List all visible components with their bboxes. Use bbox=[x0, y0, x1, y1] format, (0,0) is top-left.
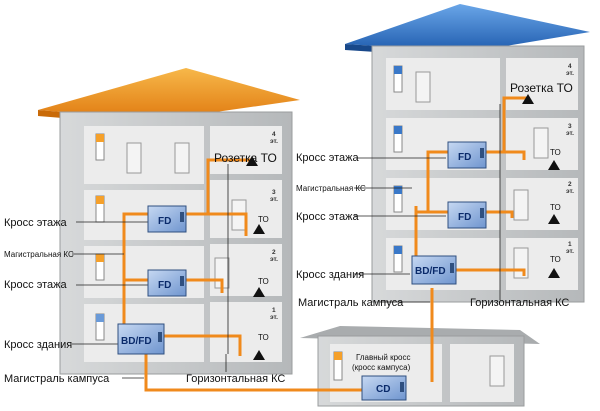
label-glavny-kross-line2: (кросс кампуса) bbox=[352, 363, 411, 372]
svg-text:эт.: эт. bbox=[566, 70, 574, 77]
outlet-icon bbox=[246, 156, 258, 166]
svg-text:2: 2 bbox=[568, 181, 572, 188]
label-magistralnaya-ks-left: Магистральная КС bbox=[4, 250, 74, 259]
label-kross-etazha-right-1: Кросс этажа bbox=[296, 152, 359, 164]
bdfd-box-left: BD/FD bbox=[117, 323, 165, 355]
label-gorizontalnaya-ks-right: Горизонтальная КС bbox=[470, 297, 569, 309]
bdfd-label: BD/FD bbox=[415, 266, 446, 277]
outlet-icon bbox=[548, 214, 560, 224]
left-building-roof bbox=[38, 68, 300, 120]
svg-text:1: 1 bbox=[272, 307, 276, 314]
svg-text:эт.: эт. bbox=[270, 314, 278, 321]
svg-text:ТО: ТО bbox=[258, 277, 269, 286]
right-building-roof bbox=[345, 4, 590, 52]
fd-label: FD bbox=[458, 152, 471, 163]
svg-text:3: 3 bbox=[568, 123, 572, 130]
cd-label: CD bbox=[376, 384, 390, 395]
outlet-icon bbox=[253, 350, 265, 360]
floor-numbers: 4 эт. 3 эт. 2 эт. 1 эт. 4 эт. 3 эт. 2 эт… bbox=[270, 63, 574, 321]
svg-text:эт.: эт. bbox=[566, 248, 574, 255]
outlet-icon bbox=[253, 224, 265, 234]
bdfd-label: BD/FD bbox=[121, 336, 152, 347]
bdfd-box-right: BD/FD bbox=[411, 255, 457, 285]
svg-text:ТО: ТО bbox=[258, 215, 269, 224]
svg-text:1: 1 bbox=[568, 241, 572, 248]
label-glavny-kross-line1: Главный кросс bbox=[356, 353, 411, 362]
svg-text:эт.: эт. bbox=[270, 138, 278, 145]
outlet-icon bbox=[522, 94, 534, 104]
svg-text:4: 4 bbox=[272, 131, 276, 138]
label-kross-zdaniya-right: Кросс здания bbox=[296, 269, 364, 281]
svg-text:ТО: ТО bbox=[550, 203, 561, 212]
outlets bbox=[246, 94, 560, 360]
svg-text:эт.: эт. bbox=[566, 188, 574, 195]
cd-box: CD bbox=[361, 375, 407, 401]
fd-box-right-floor3: FD bbox=[447, 141, 487, 169]
fd-label: FD bbox=[158, 280, 171, 291]
svg-text:эт.: эт. bbox=[270, 196, 278, 203]
svg-text:3: 3 bbox=[272, 189, 276, 196]
svg-text:4: 4 bbox=[568, 63, 572, 70]
svg-text:ТО: ТО bbox=[258, 333, 269, 342]
outlet-icon bbox=[253, 287, 265, 297]
label-magistralnaya-ks-right: Магистральная КС bbox=[296, 184, 366, 193]
svg-text:эт.: эт. bbox=[566, 130, 574, 137]
fd-box-left-floor2: FD bbox=[147, 269, 187, 297]
label-kross-etazha-left-2: Кросс этажа bbox=[4, 279, 67, 291]
fd-label: FD bbox=[158, 216, 171, 227]
right-building bbox=[345, 4, 590, 303]
label-magistral-kampusa-right: Магистраль кампуса bbox=[298, 297, 404, 309]
svg-text:ТО: ТО bbox=[550, 255, 561, 264]
svg-text:эт.: эт. bbox=[270, 256, 278, 263]
campus-building bbox=[300, 326, 540, 407]
label-kross-etazha-right-2: Кросс этажа bbox=[296, 211, 359, 223]
fd-box-left-floor3: FD bbox=[147, 205, 187, 233]
fd-label: FD bbox=[458, 212, 471, 223]
label-rozetka-left: Розетка ТО bbox=[214, 151, 277, 165]
outlet-icon bbox=[548, 160, 560, 170]
label-gorizontalnaya-ks-left: Горизонтальная КС bbox=[186, 373, 285, 385]
label-magistral-kampusa-left: Магистраль кампуса bbox=[4, 373, 110, 385]
svg-text:ТО: ТО bbox=[550, 148, 561, 157]
leader-lines bbox=[72, 104, 501, 379]
to-labels: ТО ТО ТО ТО ТО ТО bbox=[258, 148, 561, 342]
fd-box-right-floor2: FD bbox=[447, 201, 487, 229]
svg-text:2: 2 bbox=[272, 249, 276, 256]
label-kross-etazha-left-1: Кросс этажа bbox=[4, 217, 67, 229]
label-rozetka-right: Розетка ТО bbox=[510, 81, 573, 95]
outlet-icon bbox=[548, 268, 560, 278]
label-kross-zdaniya-left: Кросс здания bbox=[4, 339, 72, 351]
